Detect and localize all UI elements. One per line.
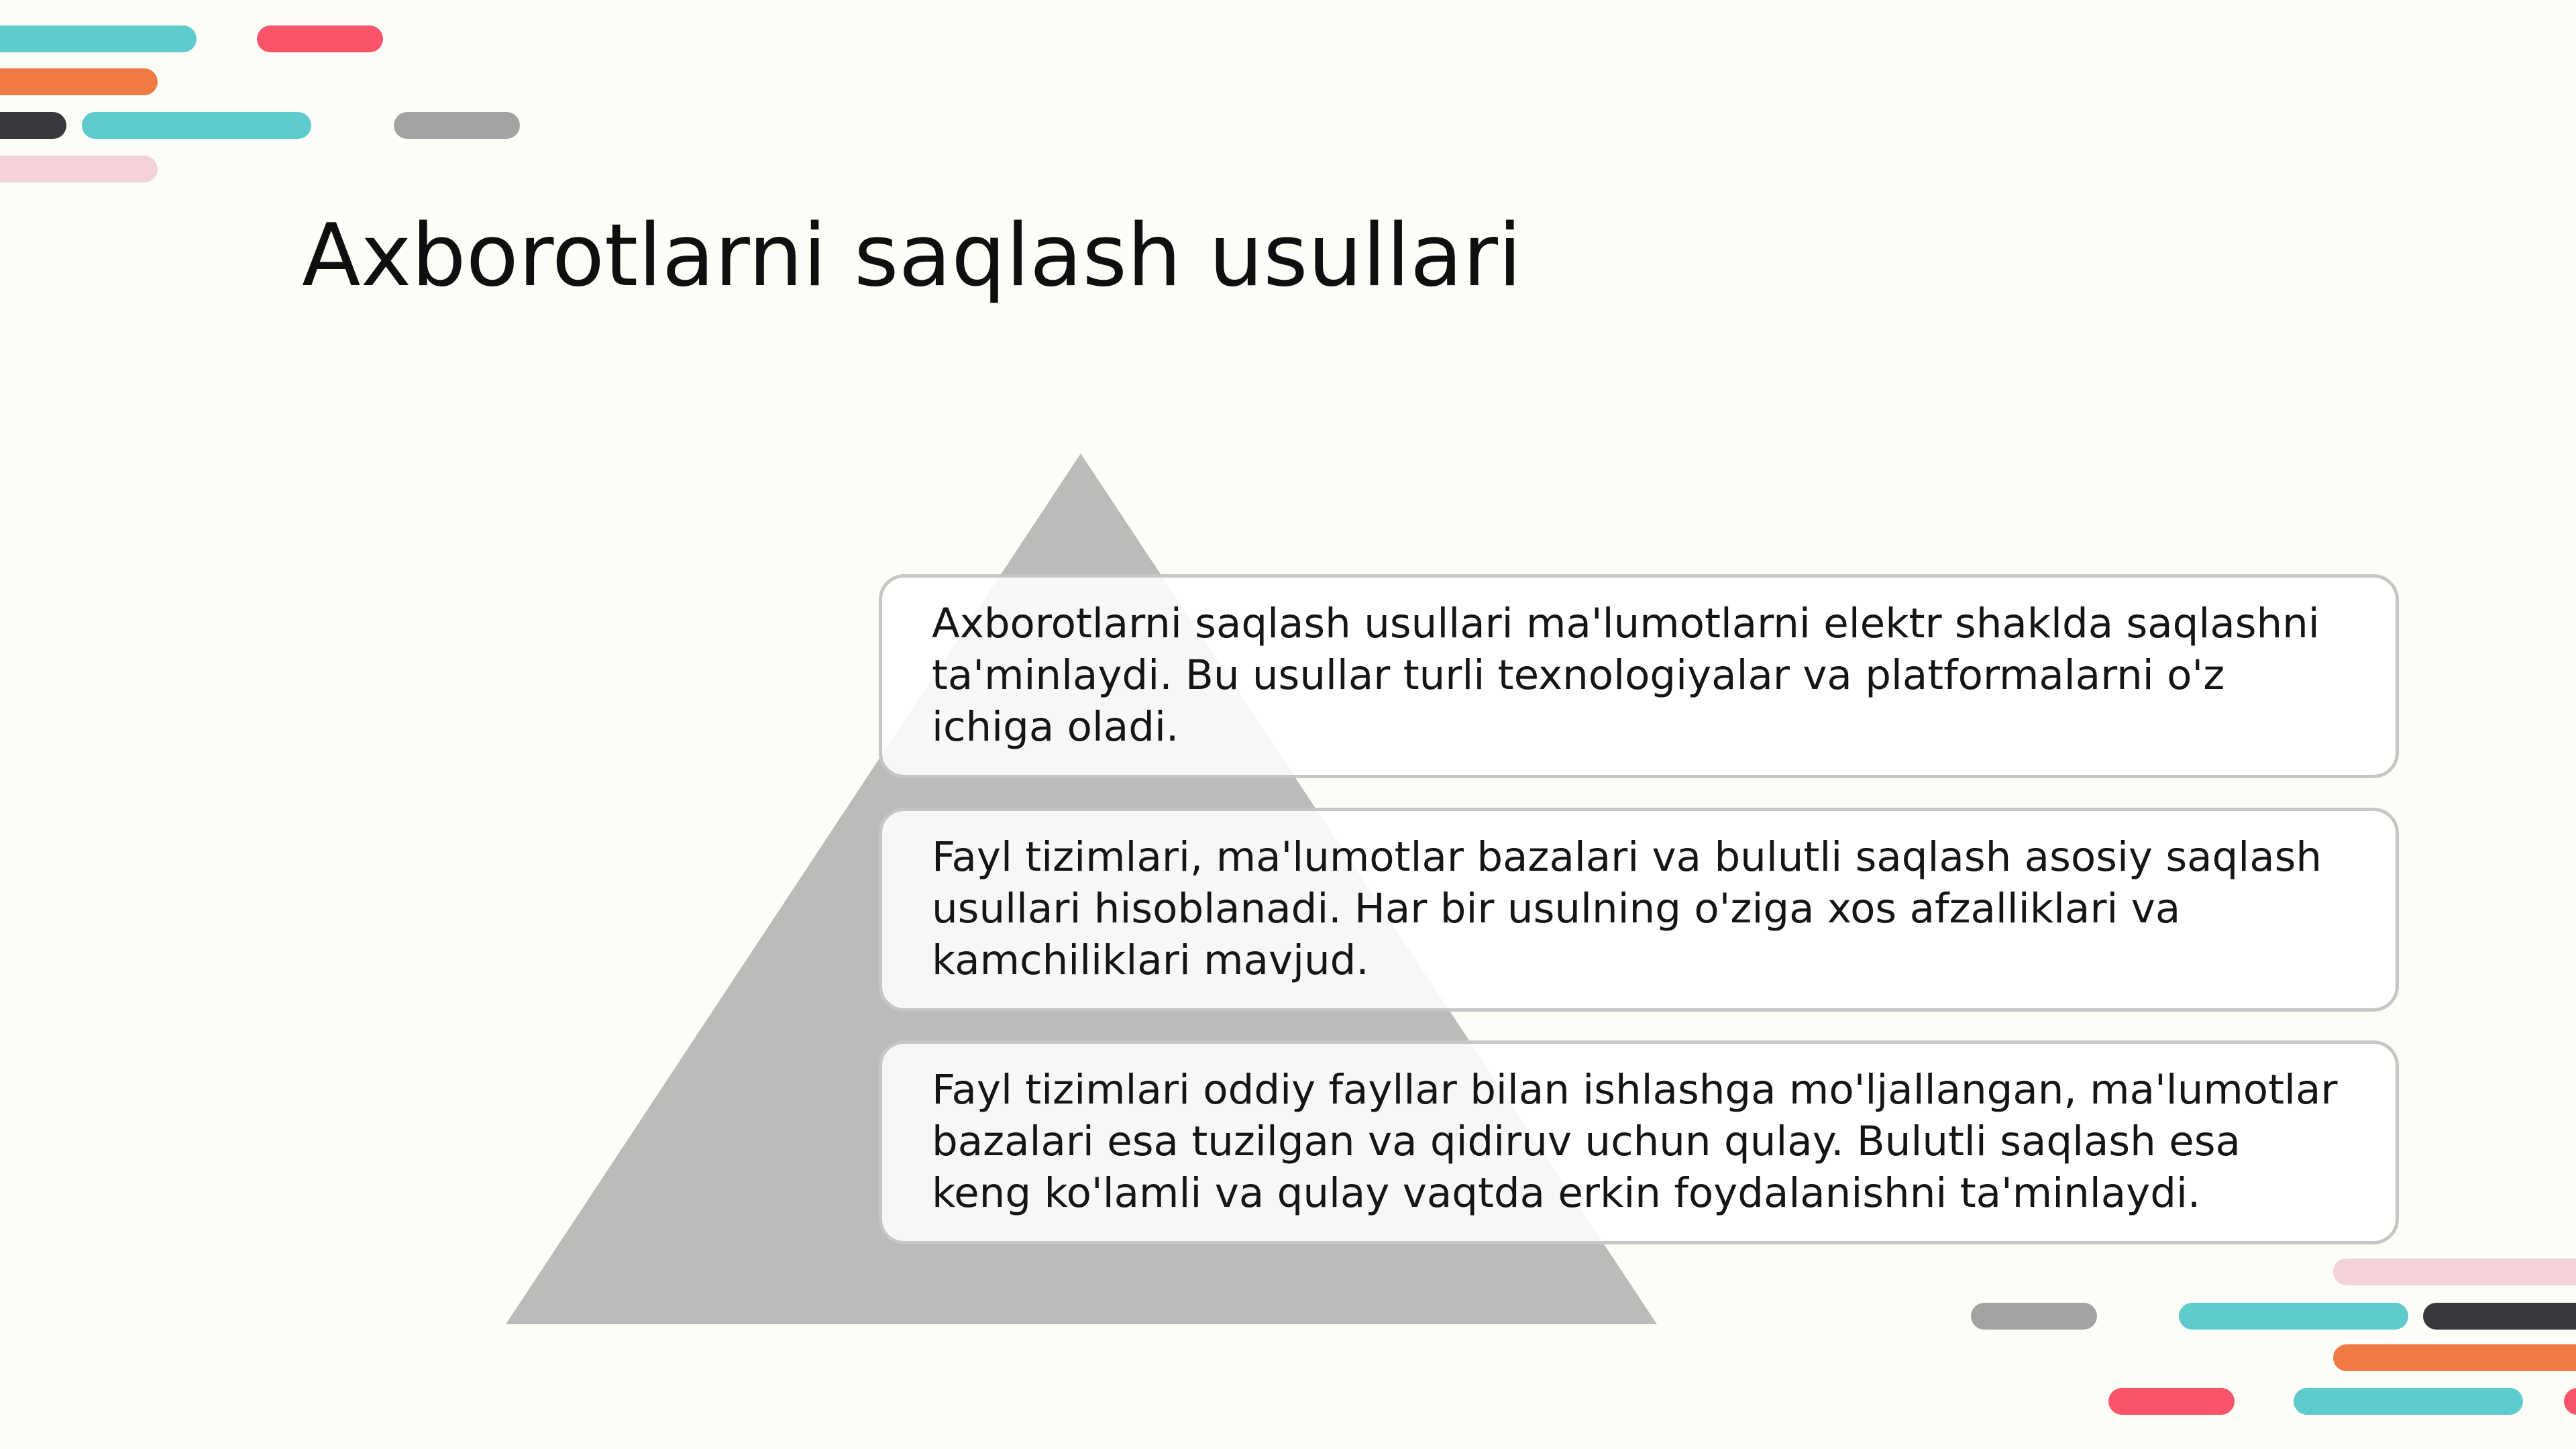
- decorative-bar: [82, 112, 311, 139]
- decorative-bar: [0, 25, 197, 52]
- text-card-3: Fayl tizimlari oddiy fayllar bilan ishla…: [879, 1040, 2399, 1244]
- decorative-bar: [2423, 1303, 2576, 1330]
- decorative-bar: [0, 68, 158, 95]
- decorative-bar: [394, 112, 520, 139]
- text-card-3-text: Fayl tizimlari oddiy fayllar bilan ishla…: [932, 1066, 2338, 1217]
- text-card-2: Fayl tizimlari, ma'lumotlar bazalari va …: [879, 808, 2399, 1012]
- decorative-bar: [2564, 1388, 2576, 1415]
- decorative-bar: [2333, 1258, 2576, 1285]
- decorative-bar: [2333, 1344, 2576, 1371]
- decorative-bar: [0, 112, 66, 139]
- text-card-2-text: Fayl tizimlari, ma'lumotlar bazalari va …: [932, 833, 2322, 984]
- decorative-bar: [257, 25, 383, 52]
- text-card-1: Axborotlarni saqlash usullari ma'lumotla…: [879, 574, 2399, 778]
- decorative-bar: [2294, 1388, 2523, 1415]
- slide-title: Axborotlarni saqlash usullari: [302, 206, 1522, 306]
- text-card-1-text: Axborotlarni saqlash usullari ma'lumotla…: [932, 600, 2320, 751]
- decorative-bar: [0, 156, 158, 182]
- decorative-bar: [2108, 1388, 2235, 1415]
- decorative-bar: [2179, 1303, 2408, 1330]
- decorative-bar: [1971, 1303, 2097, 1330]
